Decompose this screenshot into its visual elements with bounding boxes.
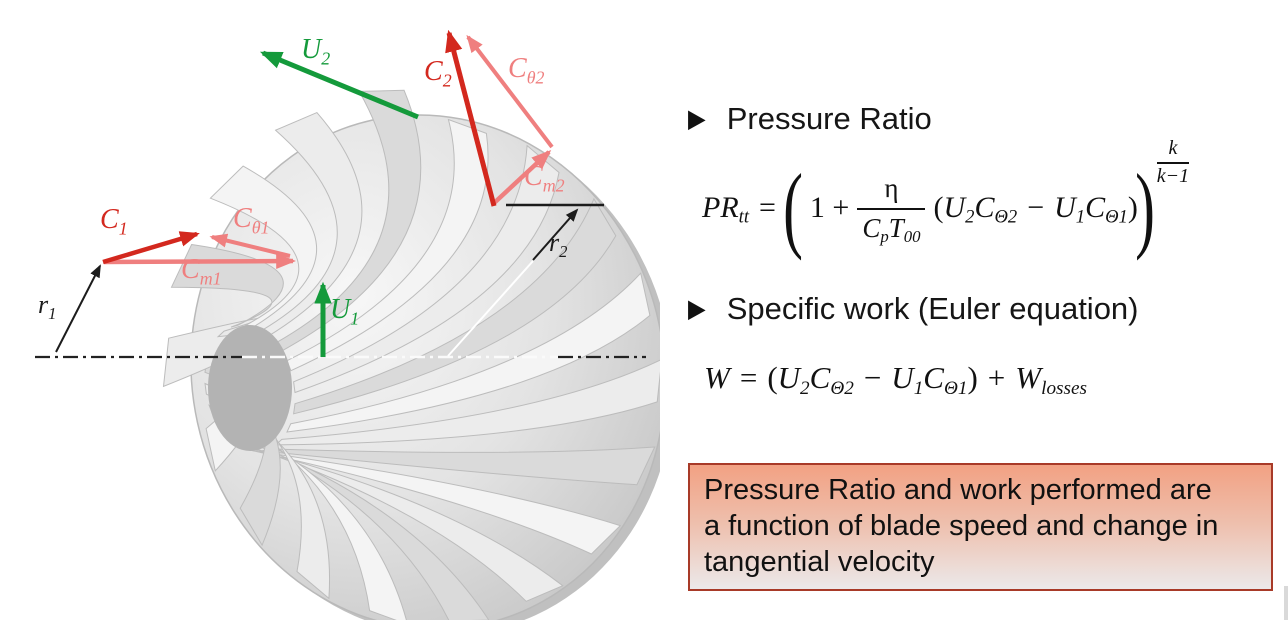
- eq-pr-exponent: k k−1: [1156, 136, 1190, 187]
- cm2-arrow: [491, 149, 552, 206]
- impeller-hub: [208, 325, 292, 451]
- impeller-blade: [274, 359, 660, 446]
- eq-pr-equals: =: [759, 191, 776, 224]
- label-c2: C2: [424, 56, 452, 91]
- pressure-ratio-equation: PRtt = ( 1 + η CpT00 (U2CΘ2−U1CΘ1) ) k k…: [702, 137, 1190, 266]
- impeller-blade: [293, 197, 617, 415]
- impeller-blade: [275, 89, 422, 352]
- bullet-triangle-icon: ▶: [688, 103, 706, 133]
- u2-arrow: [259, 50, 419, 120]
- impeller-blade: [208, 404, 407, 620]
- screen-edge-artifact: [1284, 586, 1288, 620]
- impeller-blade: [286, 272, 651, 433]
- callout-line: tangential velocity: [704, 546, 935, 578]
- impeller-blade: [261, 446, 656, 486]
- eq-w-losses: Wlosses: [1015, 360, 1087, 399]
- bullet-pressure-ratio-label: Pressure Ratio: [726, 101, 932, 136]
- eq-pr-fraction: η CpT00: [857, 173, 926, 244]
- impeller-blade: [245, 448, 622, 555]
- bullet-pressure-ratio: ▶ Pressure Ratio: [688, 101, 932, 137]
- eq-pr-close-paren: ): [1134, 153, 1155, 261]
- eq-w-lhs: W: [704, 360, 730, 395]
- impeller-blade: [209, 165, 318, 328]
- impeller-blade: [230, 439, 564, 602]
- cm1-arrow: [103, 253, 296, 270]
- label-ctheta1: Cθ1: [233, 203, 270, 238]
- label-u2: U2: [301, 34, 331, 69]
- euler-equation: W = (U2CΘ2−U1CΘ1) + Wlosses: [704, 360, 1087, 399]
- ctheta1-arrow: [209, 233, 291, 258]
- c1-arrow: [102, 231, 200, 265]
- eq-pr-open-paren: (: [782, 153, 803, 261]
- r1-arrow: [55, 264, 101, 353]
- label-r1: r1: [38, 290, 57, 323]
- impeller-blade: [260, 111, 363, 337]
- label-c1: C1: [100, 204, 128, 239]
- ctheta2-arrow: [466, 34, 554, 149]
- c2-arrow: [445, 29, 497, 207]
- eq-pr-one-plus: 1 +: [809, 191, 850, 224]
- label-r2: r2: [549, 228, 568, 261]
- eq-w-plus: +: [987, 360, 1006, 395]
- bullet-specific-work: ▶ Specific work (Euler equation): [688, 291, 1139, 327]
- label-ctheta2: Cθ2: [508, 53, 545, 88]
- callout-line: a function of blade speed and change in: [704, 510, 1219, 542]
- impeller-blade: [286, 118, 489, 372]
- callout-line: Pressure Ratio and work performed are: [704, 474, 1212, 506]
- label-cm2: Cm2: [524, 161, 565, 196]
- eq-pr-term: (U2CΘ2−U1CΘ1): [933, 191, 1138, 228]
- r2-white-line: [447, 260, 534, 357]
- eq-w-term: (U2CΘ2−U1CΘ1): [767, 360, 978, 399]
- label-cm1: Cm1: [181, 254, 222, 289]
- callout-box: Pressure Ratio and work performed are a …: [688, 463, 1273, 591]
- eq-pr-lhs: PRtt: [702, 191, 749, 228]
- label-u1: U1: [330, 294, 360, 329]
- r2-arrow: [532, 208, 579, 261]
- impeller-svg: [35, 29, 660, 620]
- bullet-triangle-icon: ▶: [688, 293, 706, 323]
- bullet-specific-work-label: Specific work (Euler equation): [726, 291, 1139, 326]
- eq-w-equals: =: [739, 360, 758, 395]
